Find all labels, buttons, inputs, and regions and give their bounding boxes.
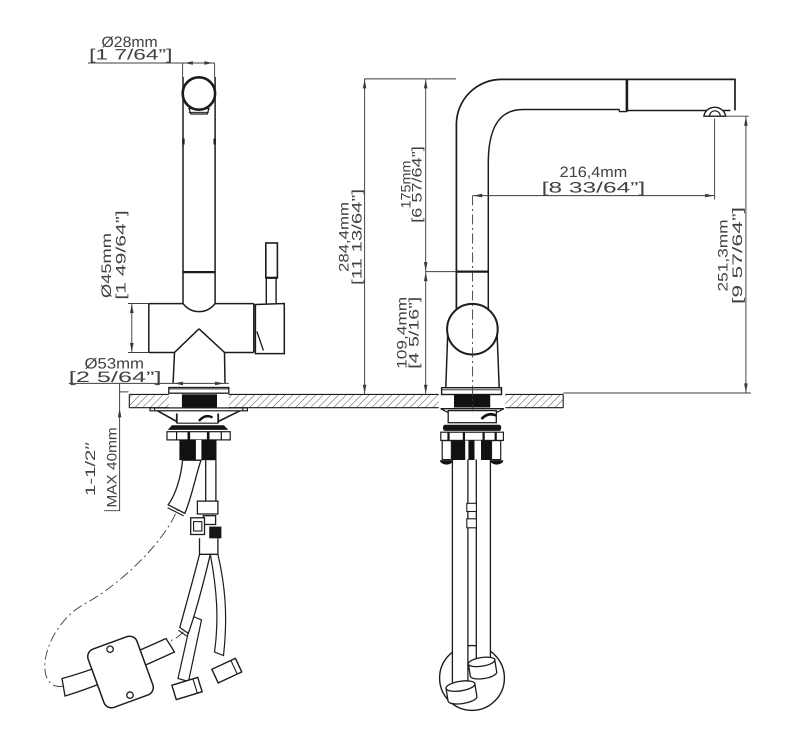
svg-text:284,4mm: 284,4mm — [337, 202, 352, 272]
svg-text:109,4mm: 109,4mm — [395, 297, 410, 369]
svg-text:MAX 40mm: MAX 40mm — [105, 427, 120, 507]
svg-text:[1 49/64”]: [1 49/64”] — [114, 210, 129, 299]
svg-text:1-1/2′′: 1-1/2′′ — [83, 441, 98, 496]
svg-text:[8 33/64”]: [8 33/64”] — [542, 180, 646, 197]
svg-text:216,4mm: 216,4mm — [560, 164, 628, 181]
svg-text:[4 5/16”]: [4 5/16”] — [407, 297, 422, 369]
svg-text:Ø53mm: Ø53mm — [85, 356, 145, 373]
svg-text:[9 57/64”]: [9 57/64”] — [730, 207, 745, 304]
svg-text:[2 5/64”]: [2 5/64”] — [69, 369, 162, 386]
svg-text:[6 57/64”]: [6 57/64”] — [409, 146, 424, 223]
svg-text:251,3mm: 251,3mm — [716, 220, 731, 292]
svg-text:175mm: 175mm — [399, 161, 414, 209]
svg-text:[1 7/64”]: [1 7/64”] — [89, 47, 172, 64]
svg-text:Ø45mm: Ø45mm — [99, 233, 114, 298]
svg-text:Ø28mm: Ø28mm — [102, 34, 158, 51]
svg-text:[11 13/64”]: [11 13/64”] — [350, 189, 365, 285]
